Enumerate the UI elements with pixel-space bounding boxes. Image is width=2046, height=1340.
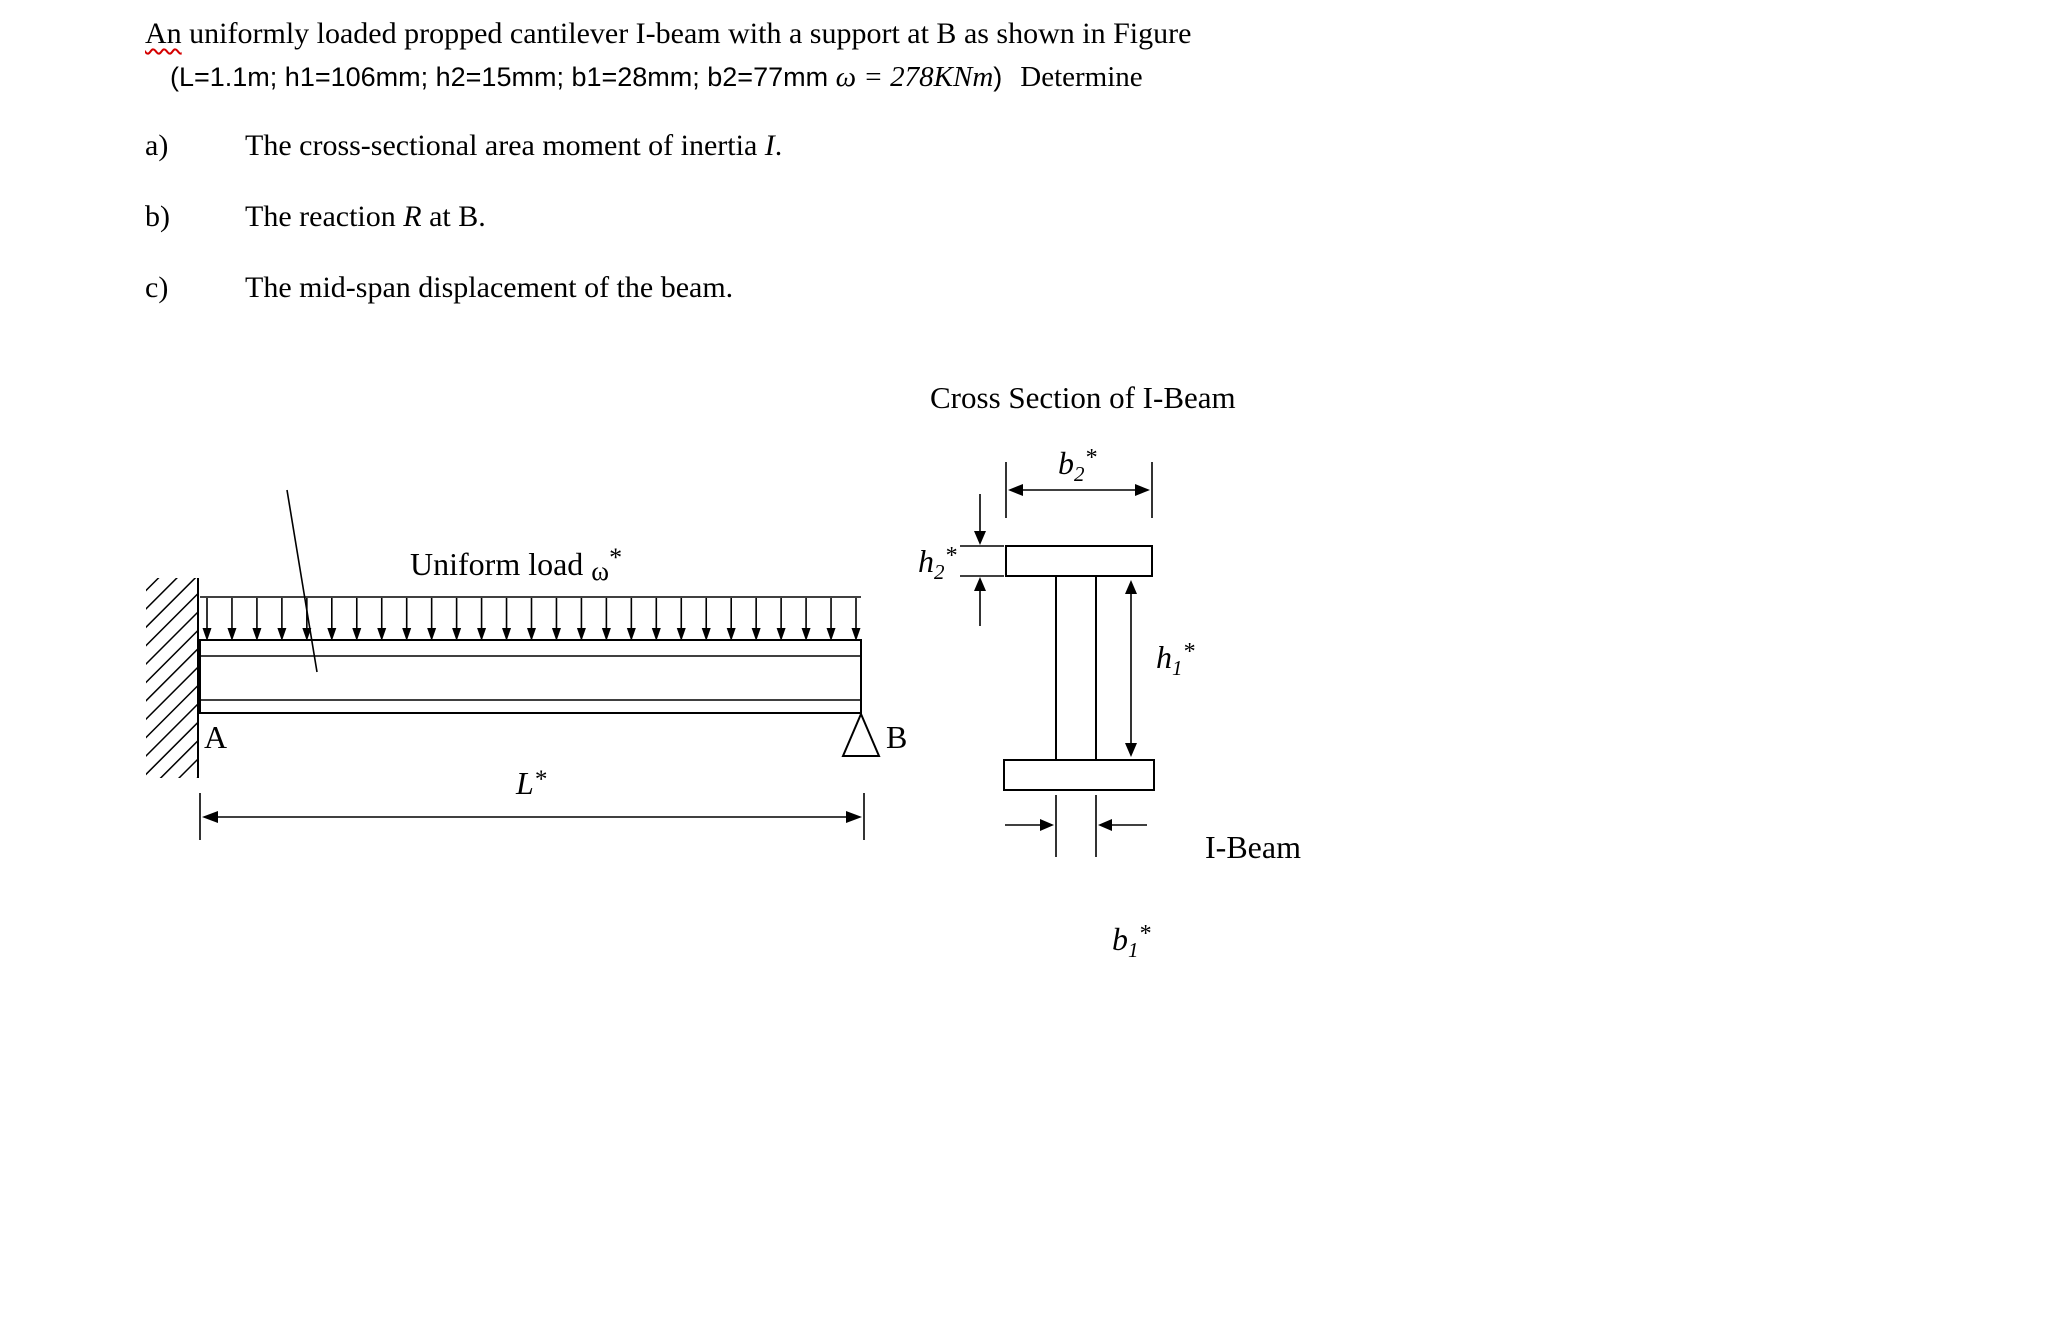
load-arrow-head <box>751 628 761 641</box>
load-arrow-head <box>452 628 462 641</box>
label-b2: b2* <box>1058 445 1097 486</box>
wall-hatch <box>146 578 198 778</box>
question-b: b) The reaction R at B. <box>145 198 1565 236</box>
load-arrow-head <box>402 628 412 641</box>
determine-label: Determine <box>1020 61 1143 93</box>
label-a: A <box>204 719 227 755</box>
load-arrow-head <box>527 628 536 641</box>
load-arrow-head <box>776 628 786 641</box>
length-dimension: L* <box>199 765 865 840</box>
question-c-text: The mid-span displacement of the beam. <box>245 271 734 304</box>
parameters-math: ω = 278KNm <box>835 61 994 93</box>
b2-arrow-left <box>1008 484 1023 496</box>
load-arrow-head <box>676 628 686 641</box>
bottom-flange <box>1003 759 1155 791</box>
load-arrow-head <box>551 628 561 641</box>
annotation-line <box>286 489 318 673</box>
question-c-label: c) <box>145 271 169 304</box>
title-text: uniformly loaded propped cantilever I-be… <box>181 17 1192 50</box>
load-arrow-head <box>726 628 736 641</box>
b2-arrow-right <box>1135 484 1150 496</box>
problem-statement: An uniformly loaded propped cantilever I… <box>145 14 1565 307</box>
omega-symbol: ω <box>591 556 609 586</box>
dim-arrow-right <box>846 811 862 823</box>
load-arrow-head <box>277 628 287 641</box>
beam <box>199 639 862 714</box>
load-arrow-head <box>202 628 212 641</box>
load-arrow-head <box>302 628 312 641</box>
uniform-load-label: Uniform load ω* <box>410 543 622 586</box>
h2-arrow-up <box>974 577 986 591</box>
beam-body <box>199 639 862 714</box>
question-a-text: The cross-sectional area moment of inert… <box>245 129 783 162</box>
top-flange <box>1005 545 1153 577</box>
uniform-load-arrows <box>200 596 861 641</box>
load-arrow-head <box>477 628 487 641</box>
load-arrow-head <box>227 628 237 641</box>
load-arrow-head <box>651 628 661 641</box>
web <box>1055 575 1097 761</box>
question-b-label: b) <box>145 200 170 233</box>
label-b1: b1* <box>1112 921 1151 962</box>
i-beam-label: I-Beam <box>1205 829 1301 865</box>
h2-arrow-down <box>974 531 986 545</box>
h1-arrow-up <box>1125 580 1137 594</box>
label-l: L* <box>515 765 547 801</box>
load-arrow-head <box>601 628 611 641</box>
question-b-math: R <box>403 200 422 233</box>
b1-arrow-left <box>1098 819 1112 831</box>
parameters-close: ) <box>993 62 1003 92</box>
load-arrow-head <box>801 628 811 641</box>
question-a-label: a) <box>145 129 169 162</box>
load-arrow-head <box>502 628 512 641</box>
support-b-triangle <box>841 711 881 757</box>
cross-section-title: Cross Section of I-Beam <box>930 380 1236 415</box>
load-arrow-head <box>427 628 437 641</box>
load-arrow-head <box>352 628 362 641</box>
parameters-line: (L=1.1m; h1=106mm; h2=15mm; b1=28mm; b2=… <box>170 60 1565 94</box>
b1-arrow-right <box>1040 819 1054 831</box>
dim-arrow-left <box>202 811 218 823</box>
load-arrow-head <box>826 628 836 641</box>
problem-title: An uniformly loaded propped cantilever I… <box>145 14 1565 54</box>
load-arrow-head <box>252 628 262 641</box>
question-c: c) The mid-span displacement of the beam… <box>145 269 1565 307</box>
load-arrow-head <box>576 628 586 641</box>
parameters-text: (L=1.1m; h1=106mm; h2=15mm; b1=28mm; b2=… <box>170 62 836 92</box>
load-arrow-head <box>327 628 337 641</box>
load-arrow-head <box>701 628 711 641</box>
load-arrow-head <box>851 628 861 641</box>
question-a-math: I <box>764 129 775 162</box>
h1-arrow-down <box>1125 743 1137 757</box>
question-a: a) The cross-sectional area moment of in… <box>145 127 1565 165</box>
beam-figure: Cross Section of I-Beam Uniform load ω* … <box>146 380 1301 962</box>
question-b-text: The reaction R at B. <box>245 200 486 233</box>
load-arrow-head <box>377 628 387 641</box>
misspelled-word: An <box>145 17 182 50</box>
load-arrow-head <box>626 628 636 641</box>
i-beam-cross-section: b2* h2* h1* I-Beam <box>918 445 1301 962</box>
label-b: B <box>886 719 907 755</box>
label-h1: h1* <box>1156 639 1195 680</box>
label-h2: h2* <box>918 543 957 584</box>
fixed-wall <box>146 578 199 778</box>
